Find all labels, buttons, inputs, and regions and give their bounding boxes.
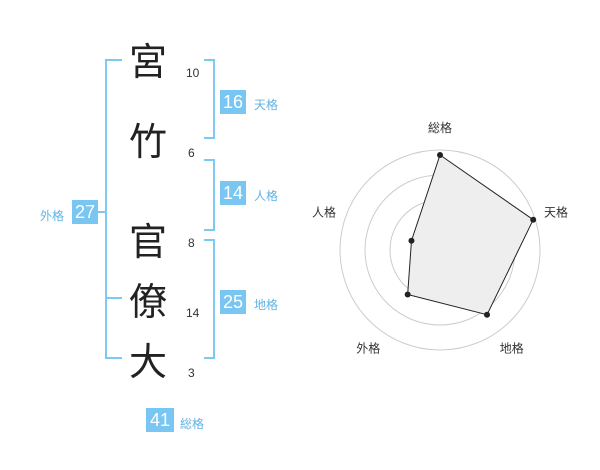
radar-point [530,216,537,223]
chikaku-label: 地格 [254,298,279,312]
radar-points [404,152,537,318]
radar-point [408,237,415,244]
jinkaku-bracket [204,159,215,231]
radar-axis-label: 地格 [500,341,524,356]
radar-area [407,154,534,316]
name-char-4: 僚 [128,280,167,324]
stroke-count-2: 6 [188,146,195,160]
tenkaku-bracket [204,59,215,139]
gaikaku-label: 外格 [40,209,65,223]
chikaku-badge: 25 [220,290,246,314]
stroke-count-3: 8 [188,236,195,250]
radar-point [404,291,411,298]
tenkaku-badge: 16 [220,90,246,114]
radar-axis-label: 外格 [356,341,380,356]
soukaku-badge: 41 [146,408,174,432]
name-char-1: 宮 [128,40,167,84]
radar-ring [339,149,541,351]
radar-axis-label: 天格 [544,204,568,219]
stroke-count-5: 3 [188,366,195,380]
name-char-3: 官 [128,220,167,264]
soukaku-label: 総格 [180,417,205,431]
tenkaku-label: 天格 [254,98,279,112]
stroke-count-4: 14 [186,306,200,320]
name-char-2: 竹 [128,120,167,164]
radar-axis-label: 人格 [312,204,336,219]
radar-point [437,152,443,158]
chikaku-bracket [204,239,215,359]
gaikaku-badge: 27 [72,200,98,224]
stroke-count-1: 10 [186,66,200,80]
name-char-5: 大 [128,340,167,384]
jinkaku-label: 人格 [254,189,279,203]
radar-axis-label: 総格 [428,120,452,135]
radar-point [484,311,491,318]
gaikaku-bracket [105,59,122,359]
jinkaku-badge: 14 [220,181,246,205]
